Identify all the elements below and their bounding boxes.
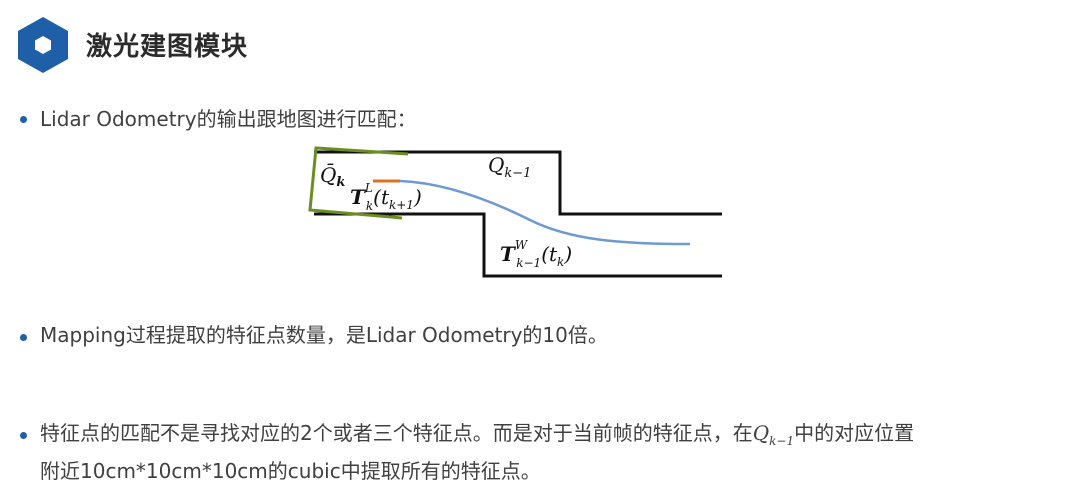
bullet-3-line2: 附近10cm*10cm*10cm的cubic中提取所有的特征点。 — [40, 459, 541, 483]
bullet-text-3: 特征点的匹配不是寻找对应的2个或者三个特征点。而是对于当前帧的特征点，在Qk−1… — [40, 418, 1070, 486]
bullet-dot — [20, 432, 27, 439]
page-title: 激光建图模块 — [86, 32, 249, 62]
bullet-text-2: Mapping过程提取的特征点数量，是Lidar Odometry的10倍。 — [40, 323, 608, 347]
q-prev-symbol: Qk−1 — [752, 421, 795, 448]
bullet-3-line1-before: 特征点的匹配不是寻找对应的2个或者三个特征点。而是对于当前帧的特征点，在 — [40, 421, 753, 445]
bullet-3-line1-after: 中的对应位置 — [794, 421, 915, 445]
sweep-box — [308, 146, 409, 220]
trajectory-curve — [399, 179, 691, 246]
label-qbar: Q̄k — [320, 162, 345, 190]
bullet-dot — [20, 116, 27, 123]
corridor-lower-edge — [314, 212, 722, 278]
bullet-text-1: Lidar Odometry的输出跟地图进行匹配： — [40, 107, 417, 131]
hexagon-icon — [18, 17, 68, 73]
bullet-dot — [20, 334, 27, 341]
corridor-upper-edge — [314, 150, 722, 216]
label-q-prev: Qk−1 — [488, 153, 531, 181]
